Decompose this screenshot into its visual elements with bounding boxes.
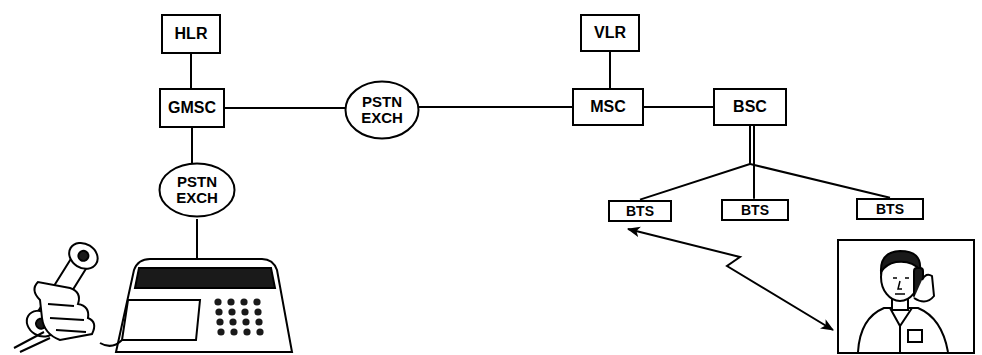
desk-telephone xyxy=(100,259,292,352)
network-box: VLR xyxy=(580,14,640,52)
network-link xyxy=(750,126,890,198)
exchange-outline xyxy=(346,82,419,139)
node-label: GMSC xyxy=(168,100,216,117)
exchange-ellipse: PSTN EXCH xyxy=(344,80,420,140)
network-box: HLR xyxy=(161,14,221,54)
node-label: MSC xyxy=(590,99,626,116)
node-label: BTS xyxy=(626,204,654,219)
network-link xyxy=(191,128,193,163)
node-label: BTS xyxy=(876,202,904,217)
telephone-cradle xyxy=(122,300,200,340)
network-link xyxy=(190,54,192,88)
user-shoulders xyxy=(858,308,948,352)
node-label: PSTN EXCH xyxy=(361,94,403,126)
network-link xyxy=(644,106,713,108)
exchange-ellipse: PSTN EXCH xyxy=(158,162,236,218)
network-box: BTS xyxy=(721,199,789,222)
node-label: BSC xyxy=(733,99,767,116)
mobile-user xyxy=(838,240,974,353)
hand-fingers xyxy=(48,304,86,332)
network-link xyxy=(753,126,755,199)
network-box: MSC xyxy=(572,88,644,126)
telephone-cord xyxy=(100,340,122,346)
radio-link xyxy=(628,229,833,330)
user-face xyxy=(893,278,909,294)
sleeve xyxy=(14,332,50,352)
node-label: PSTN EXCH xyxy=(176,174,218,206)
node-label: VLR xyxy=(594,25,626,42)
telephone-panel xyxy=(135,268,275,288)
connector-layer xyxy=(191,52,890,200)
network-box: BTS xyxy=(856,198,924,221)
node-label: BTS xyxy=(741,203,769,218)
network-link xyxy=(640,126,750,200)
exchange-outline xyxy=(160,164,235,217)
node-label: HLR xyxy=(175,26,208,43)
telephone-body xyxy=(116,259,292,352)
user-pocket xyxy=(908,330,922,342)
network-link xyxy=(225,107,345,109)
network-box: BTS xyxy=(608,200,672,223)
subscriber-line xyxy=(196,219,198,259)
handset-in-hand xyxy=(14,238,102,352)
handset-mouthpiece xyxy=(64,238,102,274)
telephone-keypad xyxy=(214,298,263,335)
user-shirt xyxy=(899,326,901,352)
picture-frame xyxy=(838,240,974,353)
network-link xyxy=(609,52,611,88)
handset-mouthpiece xyxy=(77,249,91,263)
network-box: GMSC xyxy=(159,88,225,128)
network-box: BSC xyxy=(713,88,787,126)
network-link xyxy=(419,106,572,108)
user-hand xyxy=(914,275,934,302)
